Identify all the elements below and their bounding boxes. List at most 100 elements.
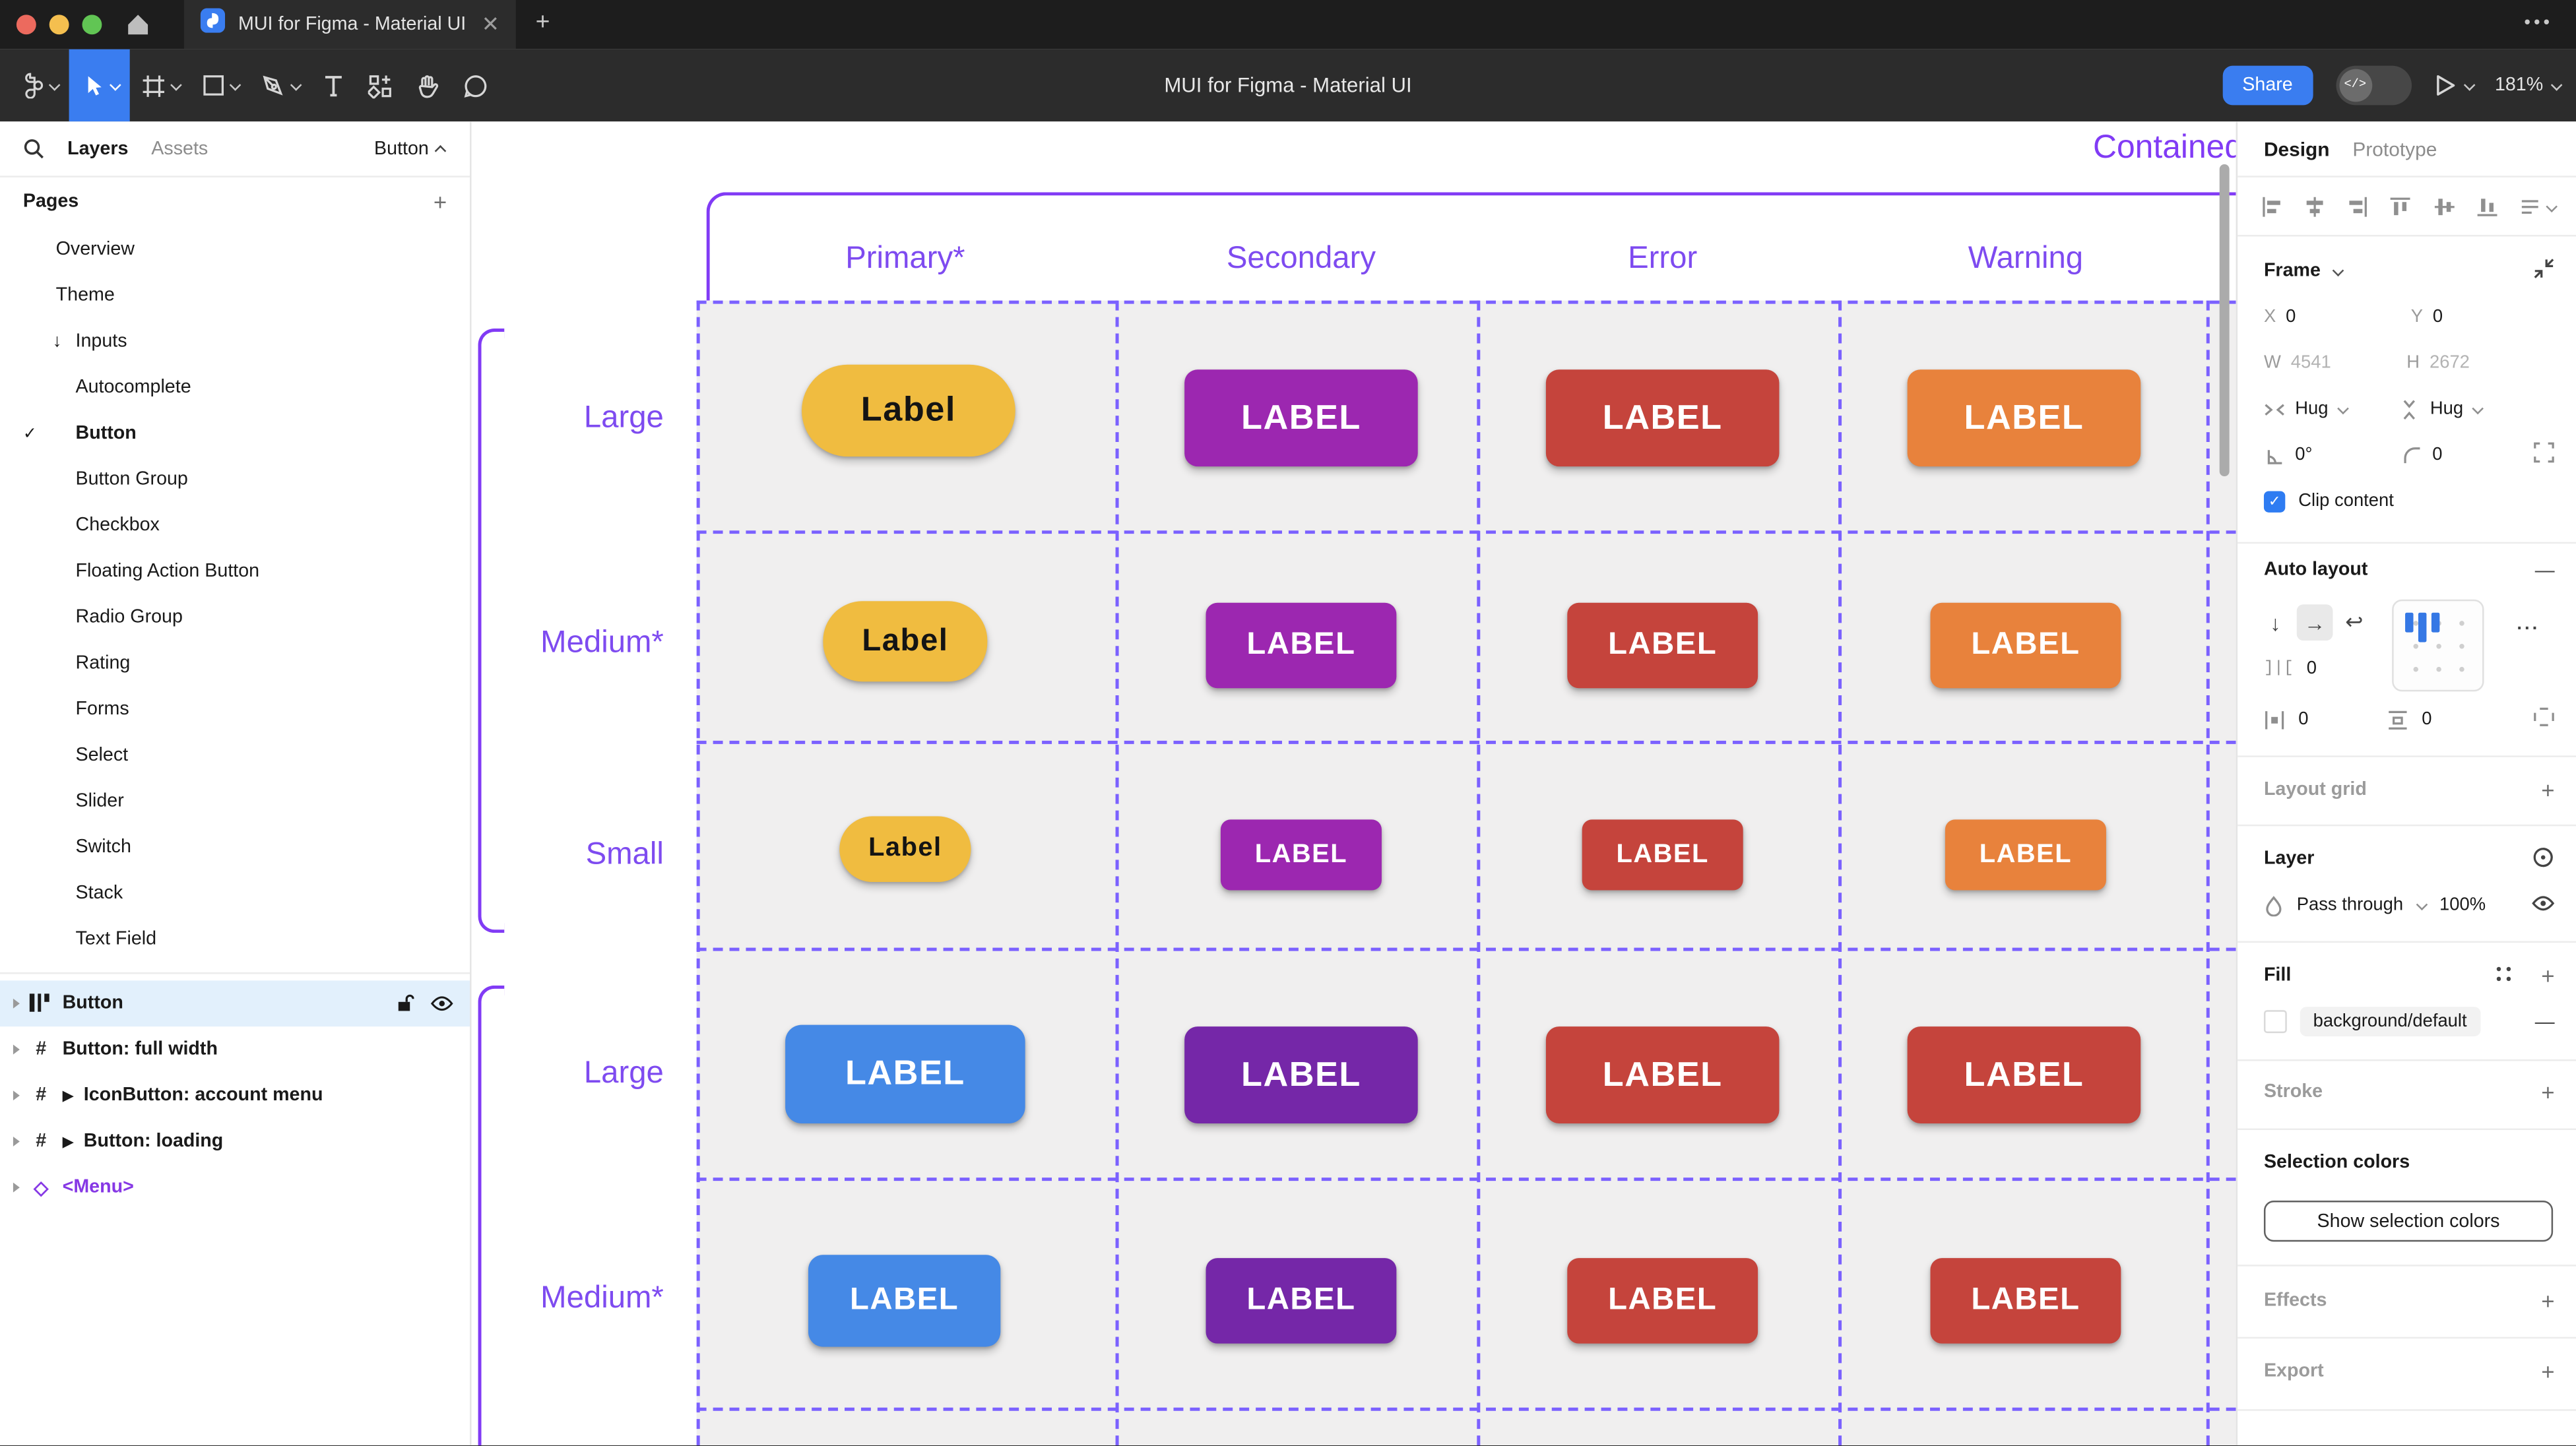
height-input[interactable]: 2672: [2429, 353, 2470, 373]
comment-tool-button[interactable]: [452, 49, 499, 122]
add-page-icon[interactable]: +: [433, 189, 447, 216]
expand-caret-icon[interactable]: [13, 1136, 20, 1147]
minimize-window-button[interactable]: [49, 15, 69, 35]
unlock-icon[interactable]: [396, 993, 414, 1013]
independent-padding-icon[interactable]: [2533, 707, 2554, 733]
section-title[interactable]: Contained: [2093, 129, 2236, 166]
layer-visibility-icon[interactable]: [2532, 895, 2555, 916]
column-header-secondary[interactable]: Secondary: [1226, 241, 1376, 276]
canvas-button-component[interactable]: Label: [839, 816, 971, 883]
canvas-button-component[interactable]: LABEL: [1945, 819, 2106, 891]
row-label-medium[interactable]: Medium*: [540, 625, 664, 660]
pen-tool-button[interactable]: [249, 49, 310, 122]
fill-token-chip[interactable]: background/default: [2300, 1007, 2480, 1037]
remove-auto-layout-icon[interactable]: —: [2534, 558, 2555, 582]
page-item-button[interactable]: ✓Button: [0, 410, 470, 456]
corner-radius-input[interactable]: 0: [2432, 445, 2443, 465]
page-item-slider[interactable]: Slider: [0, 778, 470, 825]
canvas-button-component[interactable]: LABEL: [1184, 1026, 1418, 1124]
layer-item-iconbutton-account-menu[interactable]: #▶IconButton: account menu: [0, 1073, 470, 1119]
page-item-overview[interactable]: Overview: [0, 227, 470, 273]
resources-tool-button[interactable]: [356, 49, 404, 122]
align-right-icon[interactable]: [2346, 195, 2369, 218]
show-selection-colors-button[interactable]: Show selection colors: [2263, 1201, 2554, 1242]
canvas-button-component[interactable]: LABEL: [1545, 369, 1780, 467]
canvas-button-component[interactable]: LABEL: [1582, 819, 1743, 891]
row-label-medium[interactable]: Medium*: [540, 1281, 664, 1316]
page-item-button-group[interactable]: Button Group: [0, 456, 470, 503]
page-item-switch[interactable]: Switch: [0, 825, 470, 871]
layer-item-button-loading[interactable]: #▶Button: loading: [0, 1119, 470, 1165]
row-label-large[interactable]: Large: [583, 1055, 664, 1091]
column-header-warning[interactable]: Warning: [1968, 241, 2084, 276]
new-tab-button[interactable]: +: [535, 8, 550, 36]
window-more-icon[interactable]: •••: [2524, 13, 2554, 33]
expand-caret-icon[interactable]: [13, 998, 20, 1009]
page-item-autocomplete[interactable]: Autocomplete: [0, 365, 470, 411]
x-input[interactable]: 0: [2286, 307, 2296, 327]
frame-section-title[interactable]: Frame: [2263, 261, 2321, 281]
column-header-error[interactable]: Error: [1628, 241, 1698, 276]
document-tab[interactable]: MUI for Figma - Material UI ✕: [183, 0, 516, 49]
add-layout-grid-icon[interactable]: +: [2541, 776, 2555, 803]
close-tab-icon[interactable]: ✕: [481, 11, 499, 36]
blend-mode-dropdown[interactable]: Pass through: [2296, 895, 2404, 915]
hug-vertical-dropdown[interactable]: Hug: [2430, 399, 2464, 419]
page-item-floating-action-button[interactable]: Floating Action Button: [0, 549, 470, 595]
present-button[interactable]: [2434, 74, 2475, 97]
page-item-forms[interactable]: Forms: [0, 687, 470, 733]
tab-prototype[interactable]: Prototype: [2352, 137, 2437, 160]
expand-caret-icon[interactable]: [13, 1044, 20, 1055]
canvas-button-component[interactable]: LABEL: [1567, 602, 1758, 689]
canvas-button-component[interactable]: LABEL: [785, 1024, 1025, 1124]
text-tool-button[interactable]: [311, 49, 357, 122]
window-controls[interactable]: [16, 15, 102, 35]
column-header-primary[interactable]: Primary*: [845, 241, 965, 276]
align-left-icon[interactable]: [2261, 195, 2284, 218]
close-window-button[interactable]: [16, 15, 36, 35]
canvas-button-component[interactable]: LABEL: [1907, 369, 2141, 467]
horizontal-padding-input[interactable]: 0: [2298, 709, 2309, 730]
clip-content-checkbox[interactable]: ✓: [2263, 490, 2286, 512]
move-tool-button[interactable]: [69, 49, 130, 122]
search-icon[interactable]: [23, 138, 44, 159]
auto-layout-wrap-button[interactable]: ↩: [2345, 609, 2364, 635]
align-top-icon[interactable]: [2389, 195, 2412, 218]
align-vertical-center-icon[interactable]: [2432, 195, 2455, 218]
row-label-small[interactable]: Small: [585, 837, 664, 873]
opacity-input[interactable]: 100%: [2439, 895, 2486, 915]
hand-tool-button[interactable]: [404, 49, 451, 122]
canvas-button-component[interactable]: LABEL: [1907, 1026, 2141, 1124]
collapse-panel-icon[interactable]: [2533, 258, 2554, 284]
page-item-text-field[interactable]: Text Field: [0, 916, 470, 962]
gap-input[interactable]: 0: [2306, 658, 2317, 679]
canvas-button-component[interactable]: LABEL: [1184, 369, 1418, 467]
add-export-icon[interactable]: +: [2541, 1358, 2555, 1385]
apply-styles-icon[interactable]: [2496, 965, 2512, 986]
expand-caret-icon[interactable]: [13, 1090, 20, 1101]
zoom-window-button[interactable]: [82, 15, 102, 35]
expand-caret-icon[interactable]: [13, 1182, 20, 1193]
add-effect-icon[interactable]: +: [2541, 1288, 2555, 1314]
auto-layout-horizontal-button[interactable]: →: [2296, 604, 2333, 641]
canvas-button-component[interactable]: Label: [802, 364, 1015, 457]
independent-corners-icon[interactable]: [2533, 442, 2554, 468]
rotation-input[interactable]: 0°: [2295, 445, 2313, 465]
width-input[interactable]: 4541: [2290, 353, 2331, 373]
page-item-stack[interactable]: Stack: [0, 871, 470, 917]
page-item-rating[interactable]: Rating: [0, 641, 470, 687]
home-icon[interactable]: [125, 11, 151, 46]
main-menu-button[interactable]: [13, 49, 69, 122]
distribute-menu-button[interactable]: [2519, 195, 2558, 218]
dev-mode-toggle[interactable]: </>: [2335, 65, 2411, 106]
tab-assets[interactable]: Assets: [151, 139, 209, 159]
canvas-button-component[interactable]: LABEL: [1930, 1258, 2121, 1344]
blend-mode-icon[interactable]: [2532, 845, 2555, 873]
canvas-button-component[interactable]: LABEL: [1930, 602, 2121, 689]
canvas-button-component[interactable]: LABEL: [1220, 819, 1382, 891]
row-label-large[interactable]: Large: [583, 400, 664, 435]
layer-item-button-full-width[interactable]: #Button: full width: [0, 1026, 470, 1073]
tab-design[interactable]: Design: [2263, 137, 2330, 160]
align-bottom-icon[interactable]: [2476, 195, 2499, 218]
